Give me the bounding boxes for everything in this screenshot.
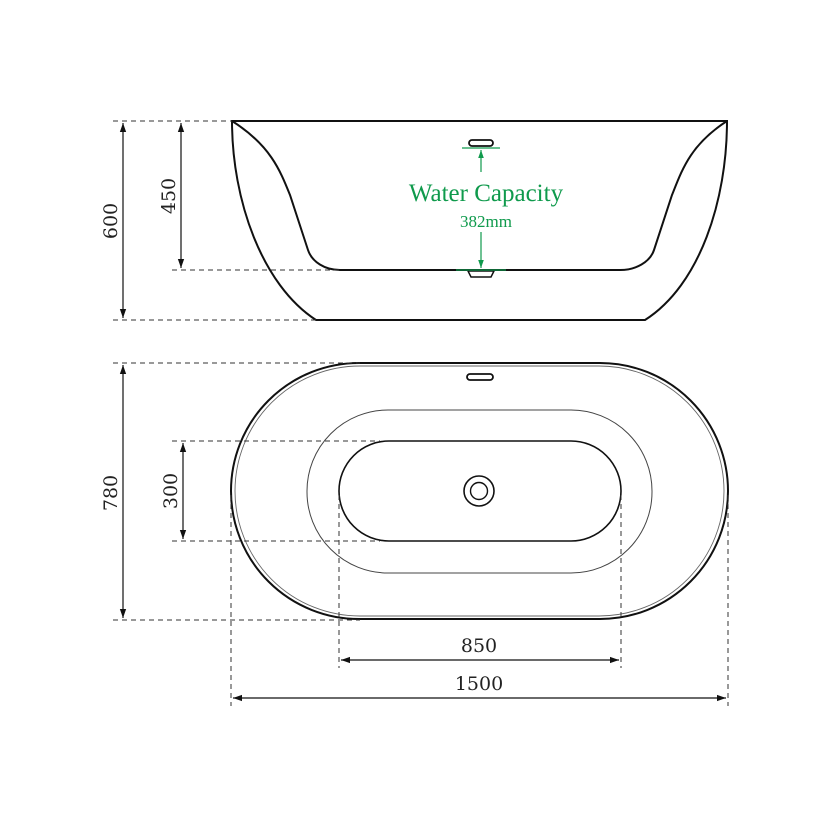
- top-outer-rim: [230, 362, 729, 620]
- overflow-fitting: [468, 139, 494, 147]
- top-basin-floor: [338, 440, 622, 542]
- dim-label-450: 450: [158, 178, 180, 214]
- dim-label-1500: 1500: [455, 673, 503, 695]
- water-capacity-title: Water Capacity: [409, 180, 564, 207]
- dim-label-300: 300: [160, 473, 182, 509]
- top-basin-edge: [306, 409, 653, 574]
- dim-label-850: 850: [461, 635, 497, 657]
- dim-label-780: 780: [100, 475, 122, 511]
- top-overflow-fitting: [466, 373, 494, 381]
- drain-fitting: [466, 270, 496, 278]
- top-rim-inner-edge: [234, 365, 725, 617]
- top-drain-outer: [463, 475, 495, 507]
- water-capacity-value: 382mm: [460, 212, 512, 231]
- top-view: 780 300 850 1500: [100, 362, 729, 706]
- top-drain-inner: [469, 481, 489, 501]
- side-view: 600 450 Water Capacity 382mm: [100, 120, 729, 321]
- dim-label-600: 600: [100, 203, 122, 239]
